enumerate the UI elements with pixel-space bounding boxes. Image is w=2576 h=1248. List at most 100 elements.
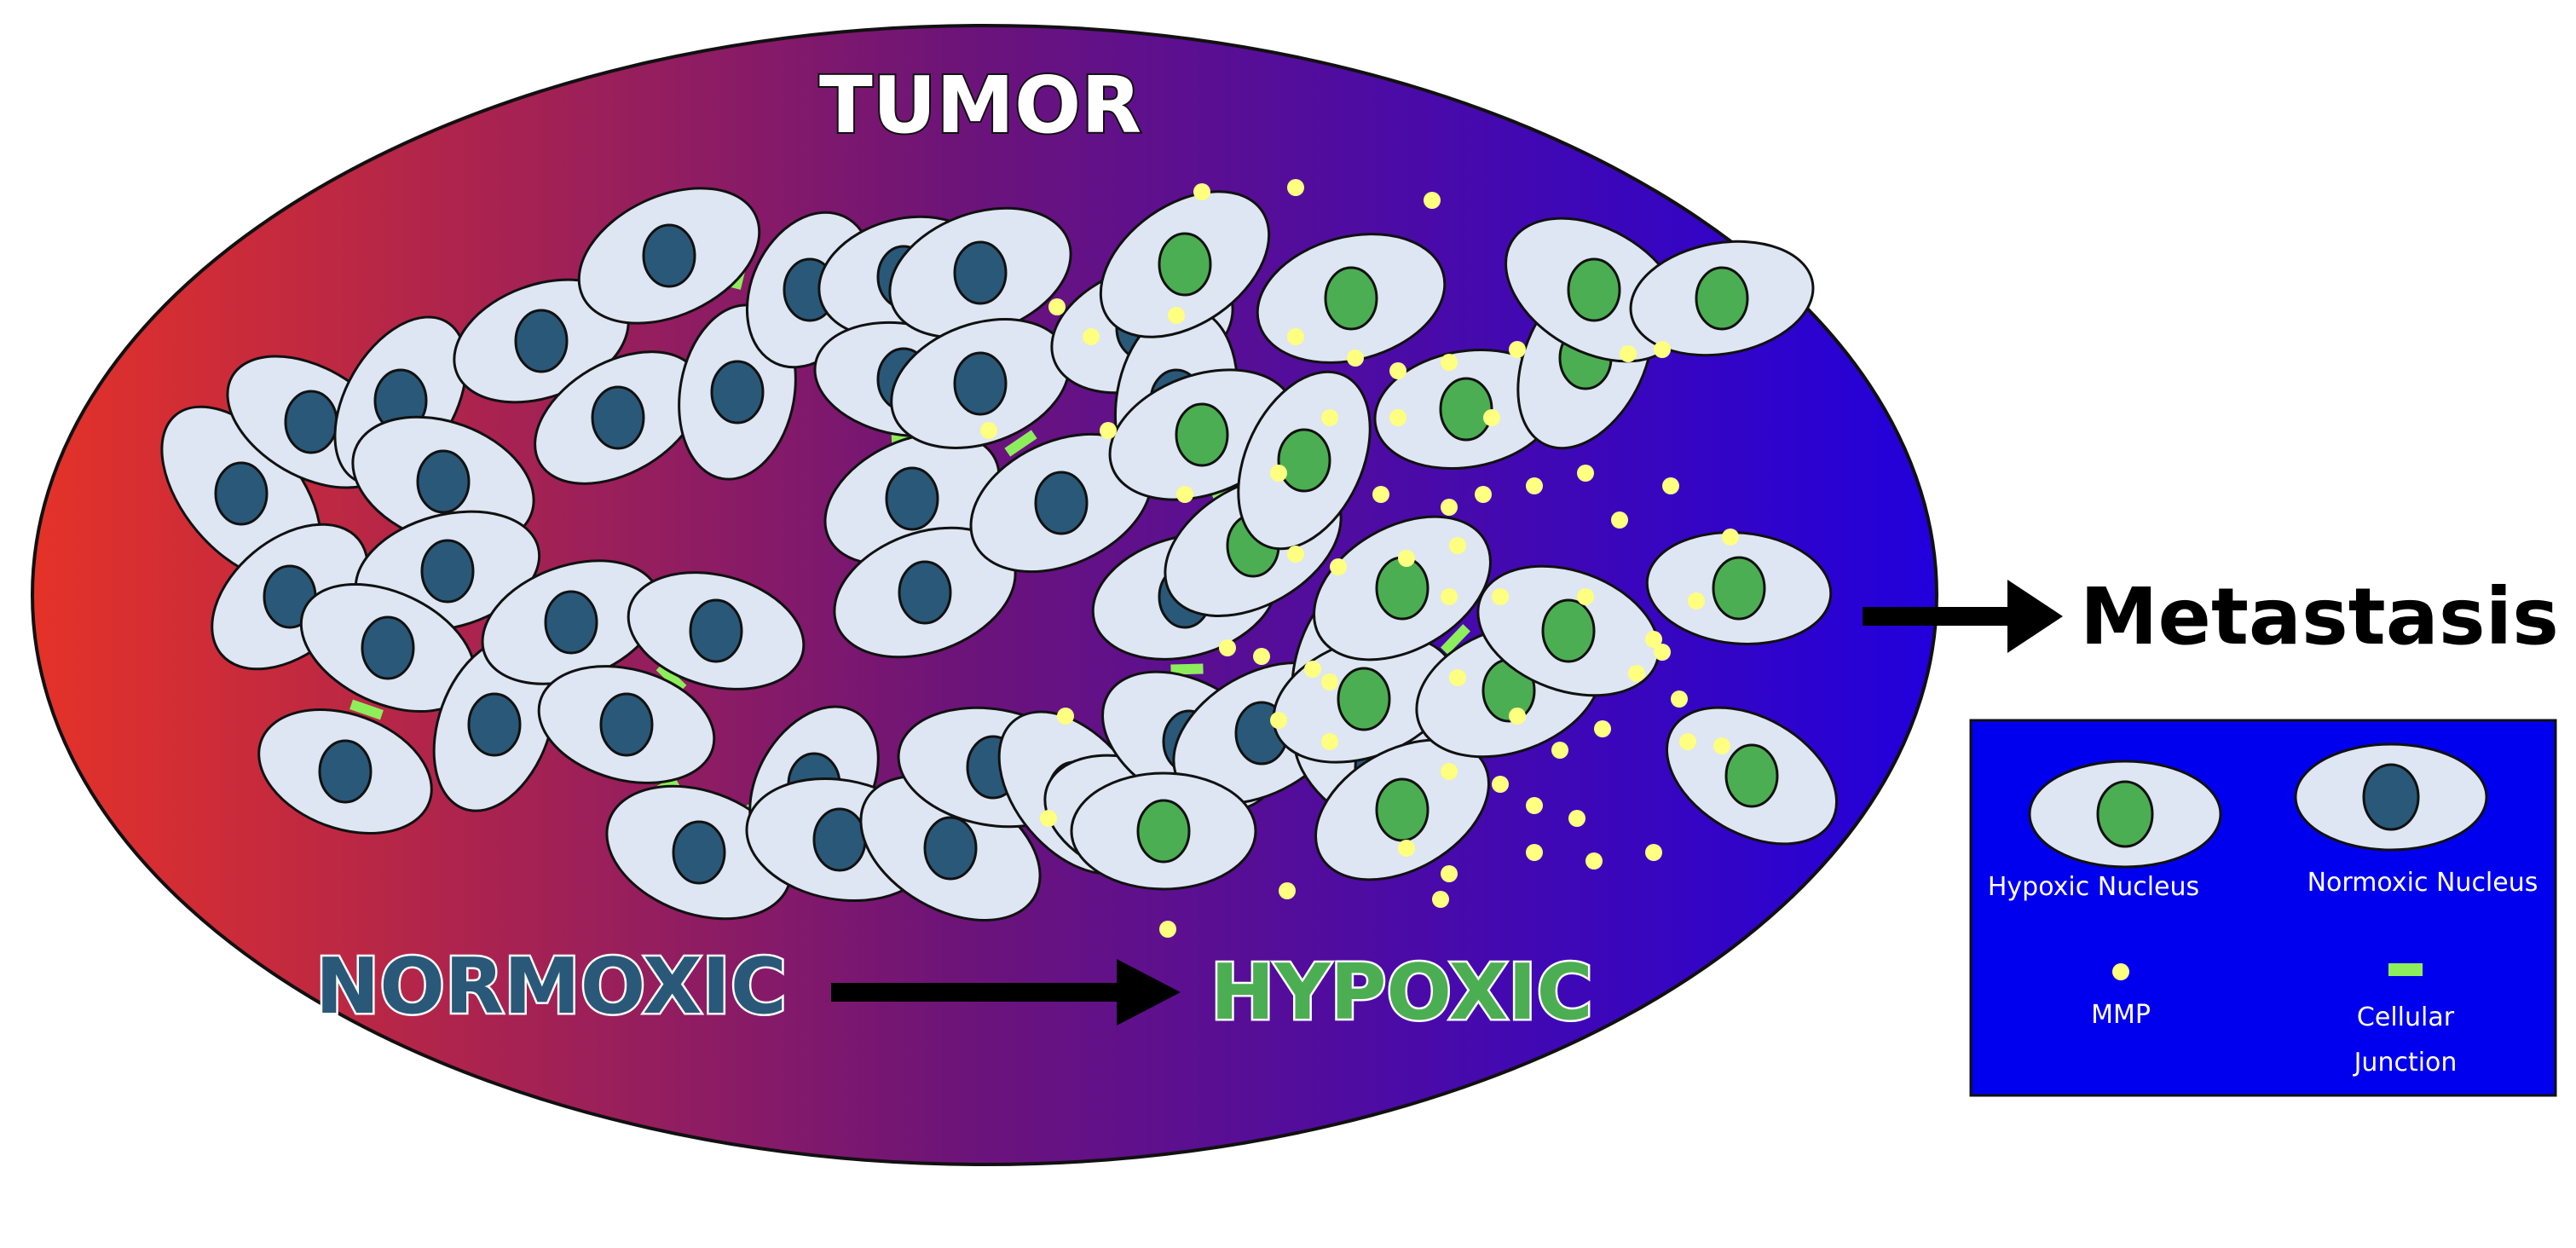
mmp-dot (1270, 712, 1287, 729)
mmp-dot (1270, 465, 1287, 482)
normoxic-cell (299, 582, 477, 714)
mmp-dots (980, 179, 1739, 938)
normoxic-cell (534, 350, 702, 485)
hypoxic-nucleus (1324, 266, 1378, 331)
mmp-dot (1287, 179, 1304, 196)
mmp-dot (1509, 708, 1526, 725)
mmp-dot (1441, 588, 1458, 605)
mmp-dot (1048, 298, 1066, 315)
mmp-dot (1040, 810, 1057, 827)
mmp-dot (1304, 661, 1321, 678)
normoxic-cell (577, 187, 761, 325)
normoxic-nucleus (953, 240, 1008, 305)
legend-hypoxic-label: Hypoxic Nucleus (1988, 872, 2199, 902)
mmp-dot (1441, 763, 1458, 780)
legend-mmp-label: MMP (2091, 1000, 2151, 1030)
mmp-dot (1611, 511, 1628, 529)
normoxic-nucleus (591, 385, 645, 450)
mmp-dot (1100, 422, 1117, 439)
normoxic-nucleus (544, 590, 598, 655)
normoxic-cell (537, 665, 716, 784)
mmp-dot (1713, 737, 1730, 754)
cellular-junction (1441, 624, 1470, 655)
mmp-dot (1083, 328, 1100, 345)
mmp-dot (1424, 192, 1441, 209)
cellular-junction (1004, 430, 1037, 457)
normoxic-label: NORMOXIC (315, 942, 787, 1031)
mmp-dot (1526, 844, 1543, 861)
normoxic-cell (605, 784, 793, 921)
hypoxic-cell (1373, 348, 1559, 471)
normoxic-nucleus (898, 560, 952, 625)
mmp-dot (1654, 341, 1671, 358)
mmp-dot (1628, 665, 1645, 682)
mmp-dot (1193, 183, 1210, 200)
mmp-dot (1722, 529, 1739, 546)
normoxic-nucleus (642, 223, 696, 288)
normoxic-cell (481, 559, 661, 685)
hypoxic-cell (1070, 771, 1257, 891)
hypoxic-label: HYPOXIC (1210, 948, 1593, 1037)
mmp-dot (1662, 477, 1679, 494)
mmp-dot (1389, 409, 1406, 426)
tumor-label: TUMOR (819, 60, 1141, 151)
mmp-dot (1585, 852, 1603, 870)
normoxic-nucleus (467, 692, 522, 757)
mmp-dot (1347, 350, 1364, 367)
cell-cluster (160, 187, 1839, 922)
mmp-dot (1671, 690, 1688, 708)
normoxic-cell (833, 526, 1017, 659)
mmp-dot (1159, 921, 1176, 938)
hypoxic-cell (1313, 515, 1492, 662)
mmp-dot (1594, 720, 1611, 737)
hypoxic-nucleus (1567, 257, 1621, 322)
metastasis-arrow (1863, 580, 2063, 653)
normoxic-nucleus (416, 449, 471, 514)
mmp-dot (1279, 882, 1296, 899)
normoxic-nucleus (361, 615, 415, 680)
mmp-dot (1398, 550, 1415, 567)
normoxic-cell (969, 432, 1153, 574)
normoxic-nucleus (318, 739, 373, 804)
hypoxic-cell (1645, 531, 1833, 645)
mmp-dot (1526, 797, 1543, 814)
mmp-dot (1372, 486, 1389, 503)
mmp-dot (1688, 592, 1705, 610)
mmp-dot (1620, 345, 1637, 362)
mmp-dot (1679, 733, 1696, 750)
mmp-dot (1654, 644, 1671, 661)
normoxic-nucleus (1034, 471, 1089, 535)
normoxic-nucleus (420, 539, 475, 604)
mmp-dot (1645, 844, 1662, 861)
metastasis-label: Metastasis (2080, 571, 2559, 662)
normoxic-nucleus (672, 820, 726, 885)
mmp-dot (1526, 477, 1543, 494)
mmp-dot (1253, 648, 1270, 665)
hypoxic-nucleus (1136, 799, 1191, 864)
mmp-dot (1287, 328, 1304, 345)
mmp-dot (1551, 742, 1568, 759)
normoxic-nucleus (710, 360, 765, 425)
mmp-dot (1492, 588, 1509, 605)
hypoxic-cell (1256, 233, 1447, 364)
hypoxic-nucleus (1712, 556, 1766, 621)
hypoxic-nucleus (1375, 777, 1430, 842)
normoxic-cell (888, 206, 1072, 339)
mmp-dot (1321, 673, 1338, 690)
mmp-dot (1168, 307, 1185, 324)
mmp-dot (1441, 499, 1458, 516)
mmp-dot (980, 422, 997, 439)
normoxic-nucleus (953, 351, 1008, 416)
normoxic-cell (257, 708, 433, 835)
hypoxic-nucleus (1439, 377, 1493, 442)
mmp-dot (1057, 708, 1074, 725)
normoxic-to-hypoxic-arrow (831, 959, 1181, 1026)
normoxic-nucleus (885, 466, 939, 531)
mmp-dot (1449, 537, 1466, 554)
mmp-dot (1492, 776, 1509, 793)
mmp-dot (1568, 810, 1585, 827)
hypoxic-cell (1476, 564, 1661, 697)
mmp-dot (1441, 865, 1458, 882)
